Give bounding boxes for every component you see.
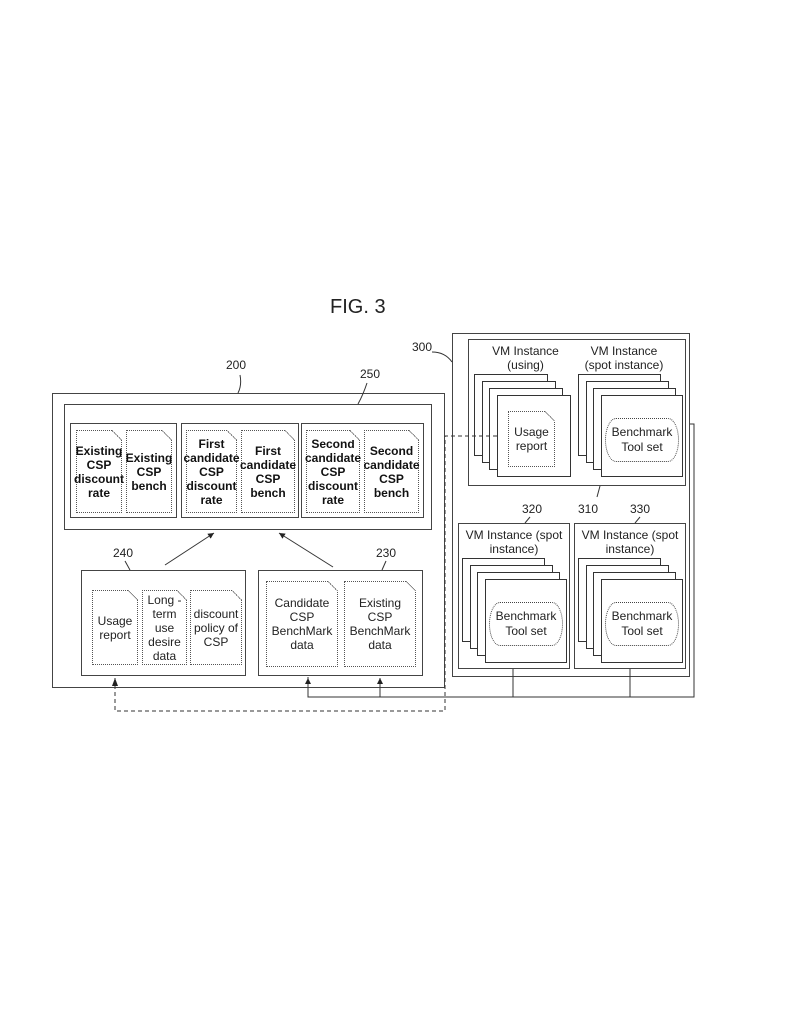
vm-using-title: VM Instance (using) xyxy=(492,344,559,372)
doc-first-bench: First candidate CSP bench xyxy=(240,430,296,513)
dashed-usage-link xyxy=(114,435,497,712)
leader-230 xyxy=(381,560,387,571)
benchmark-toolset-330: Benchmark Tool set xyxy=(605,602,679,646)
vm-spot-title-330: VM Instance (spot instance) xyxy=(581,528,679,556)
ref-320: 320 xyxy=(522,502,543,516)
doc-existing-bench: Existing CSP bench xyxy=(126,430,172,513)
benchmark-toolset-310: Benchmark Tool set xyxy=(605,418,679,462)
figure-title: FIG. 3 xyxy=(330,296,386,318)
doc-usage-report: Usage report xyxy=(92,590,138,665)
ref-200: 200 xyxy=(226,358,247,372)
ref-250: 250 xyxy=(360,367,381,381)
ref-230: 230 xyxy=(376,546,397,560)
doc-candidate-benchmark: Candidate CSP BenchMark data xyxy=(266,581,338,667)
vm-spot-title-310: VM Instance (spot instance) xyxy=(584,344,664,372)
doc-existing-benchmark: Existing CSP BenchMark data xyxy=(344,581,416,667)
leader-240 xyxy=(124,560,131,571)
ref-330: 330 xyxy=(630,502,651,516)
ref-240: 240 xyxy=(113,546,134,560)
vm-usage-report-doc: Usage report xyxy=(508,411,555,467)
leader-250 xyxy=(357,382,368,405)
doc-first-discount: First candidate CSP discount rate xyxy=(184,430,240,513)
leader-200 xyxy=(237,374,242,394)
doc-existing-discount: Existing CSP discount rate xyxy=(74,430,124,513)
leader-300 xyxy=(431,351,453,363)
doc-second-discount: Second candidate CSP discount rate xyxy=(305,430,361,513)
doc-second-bench: Second candidate CSP bench xyxy=(364,430,420,513)
leader-320 xyxy=(524,516,531,524)
doc-long-term-use: Long -term use desire data xyxy=(142,590,187,665)
vm-spot-title-320: VM Instance (spot instance) xyxy=(465,528,563,556)
arrow-240-to-250 xyxy=(164,532,215,566)
ref-300: 300 xyxy=(412,340,433,354)
leader-310 xyxy=(596,485,601,498)
arrow-230-to-250 xyxy=(278,532,334,568)
leader-330 xyxy=(634,516,641,524)
solid-bus-vm xyxy=(307,423,695,698)
doc-discount-policy: discount policy of CSP xyxy=(190,590,242,665)
benchmark-toolset-320: Benchmark Tool set xyxy=(489,602,563,646)
ref-310: 310 xyxy=(578,502,599,516)
